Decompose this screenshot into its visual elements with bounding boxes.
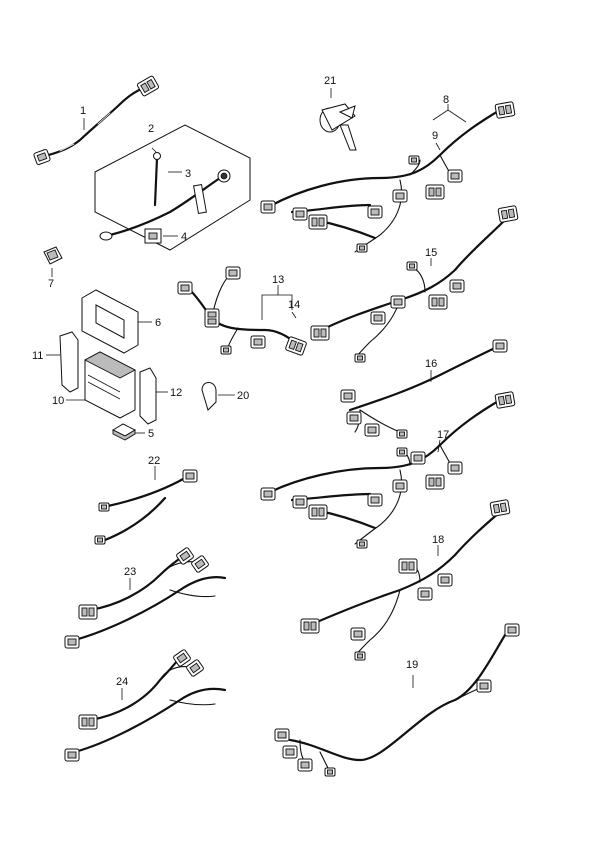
label-part-8: 8: [443, 94, 449, 106]
label-part-6: 6: [155, 317, 161, 329]
label-part-22: 22: [148, 455, 160, 467]
label-part-21: 21: [324, 75, 336, 87]
label-part-1: 1: [80, 105, 86, 117]
label-part-24: 24: [116, 676, 128, 688]
part-16-harness[interactable]: [340, 339, 508, 439]
part-11-left-bracket[interactable]: [46, 331, 79, 393]
label-part-9: 9: [432, 130, 438, 142]
part-22-harness[interactable]: [94, 466, 198, 545]
label-part-4: 4: [181, 231, 187, 243]
part-8-main-harness[interactable]: [260, 101, 516, 253]
part-13-engine-harness[interactable]: [177, 266, 308, 357]
part-15-harness[interactable]: [310, 205, 519, 363]
part-7-clip[interactable]: [43, 246, 63, 277]
label-part-11: 11: [32, 350, 43, 362]
part-3-ground-cable[interactable]: [99, 147, 231, 241]
label-part-23: 23: [124, 566, 136, 578]
label-part-5: 5: [148, 428, 154, 440]
part-5-grommet[interactable]: [111, 423, 145, 441]
label-part-10: 10: [52, 395, 64, 407]
part-24-harness[interactable]: [64, 648, 227, 762]
part-10-control-unit[interactable]: [66, 351, 136, 419]
label-part-15: 15: [425, 247, 437, 259]
part-4-connector-block[interactable]: [144, 228, 178, 244]
label-part-19: 19: [406, 659, 418, 671]
part-23-harness[interactable]: [64, 546, 227, 649]
part-6-frame-bracket[interactable]: [81, 289, 152, 354]
part-18-harness[interactable]: [300, 499, 511, 661]
label-part-17: 17: [437, 429, 449, 441]
part-20-clamp[interactable]: [201, 382, 235, 411]
label-part-13: 13: [272, 274, 284, 286]
label-part-3: 3: [185, 168, 191, 180]
label-part-7: 7: [48, 278, 54, 290]
label-part-18: 18: [432, 534, 444, 546]
part-19-harness[interactable]: [274, 623, 520, 777]
label-part-16: 16: [425, 358, 437, 370]
part-12-right-bracket[interactable]: [139, 367, 168, 425]
part-21-relay[interactable]: [319, 88, 357, 151]
part-17-harness[interactable]: [260, 391, 516, 549]
part-2-group-box: [94, 124, 251, 251]
label-part-12: 12: [170, 387, 182, 399]
label-part-2: 2: [148, 123, 154, 135]
part-1-short-harness[interactable]: [32, 74, 160, 166]
label-part-20: 20: [237, 390, 249, 402]
label-part-14: 14: [288, 299, 300, 311]
